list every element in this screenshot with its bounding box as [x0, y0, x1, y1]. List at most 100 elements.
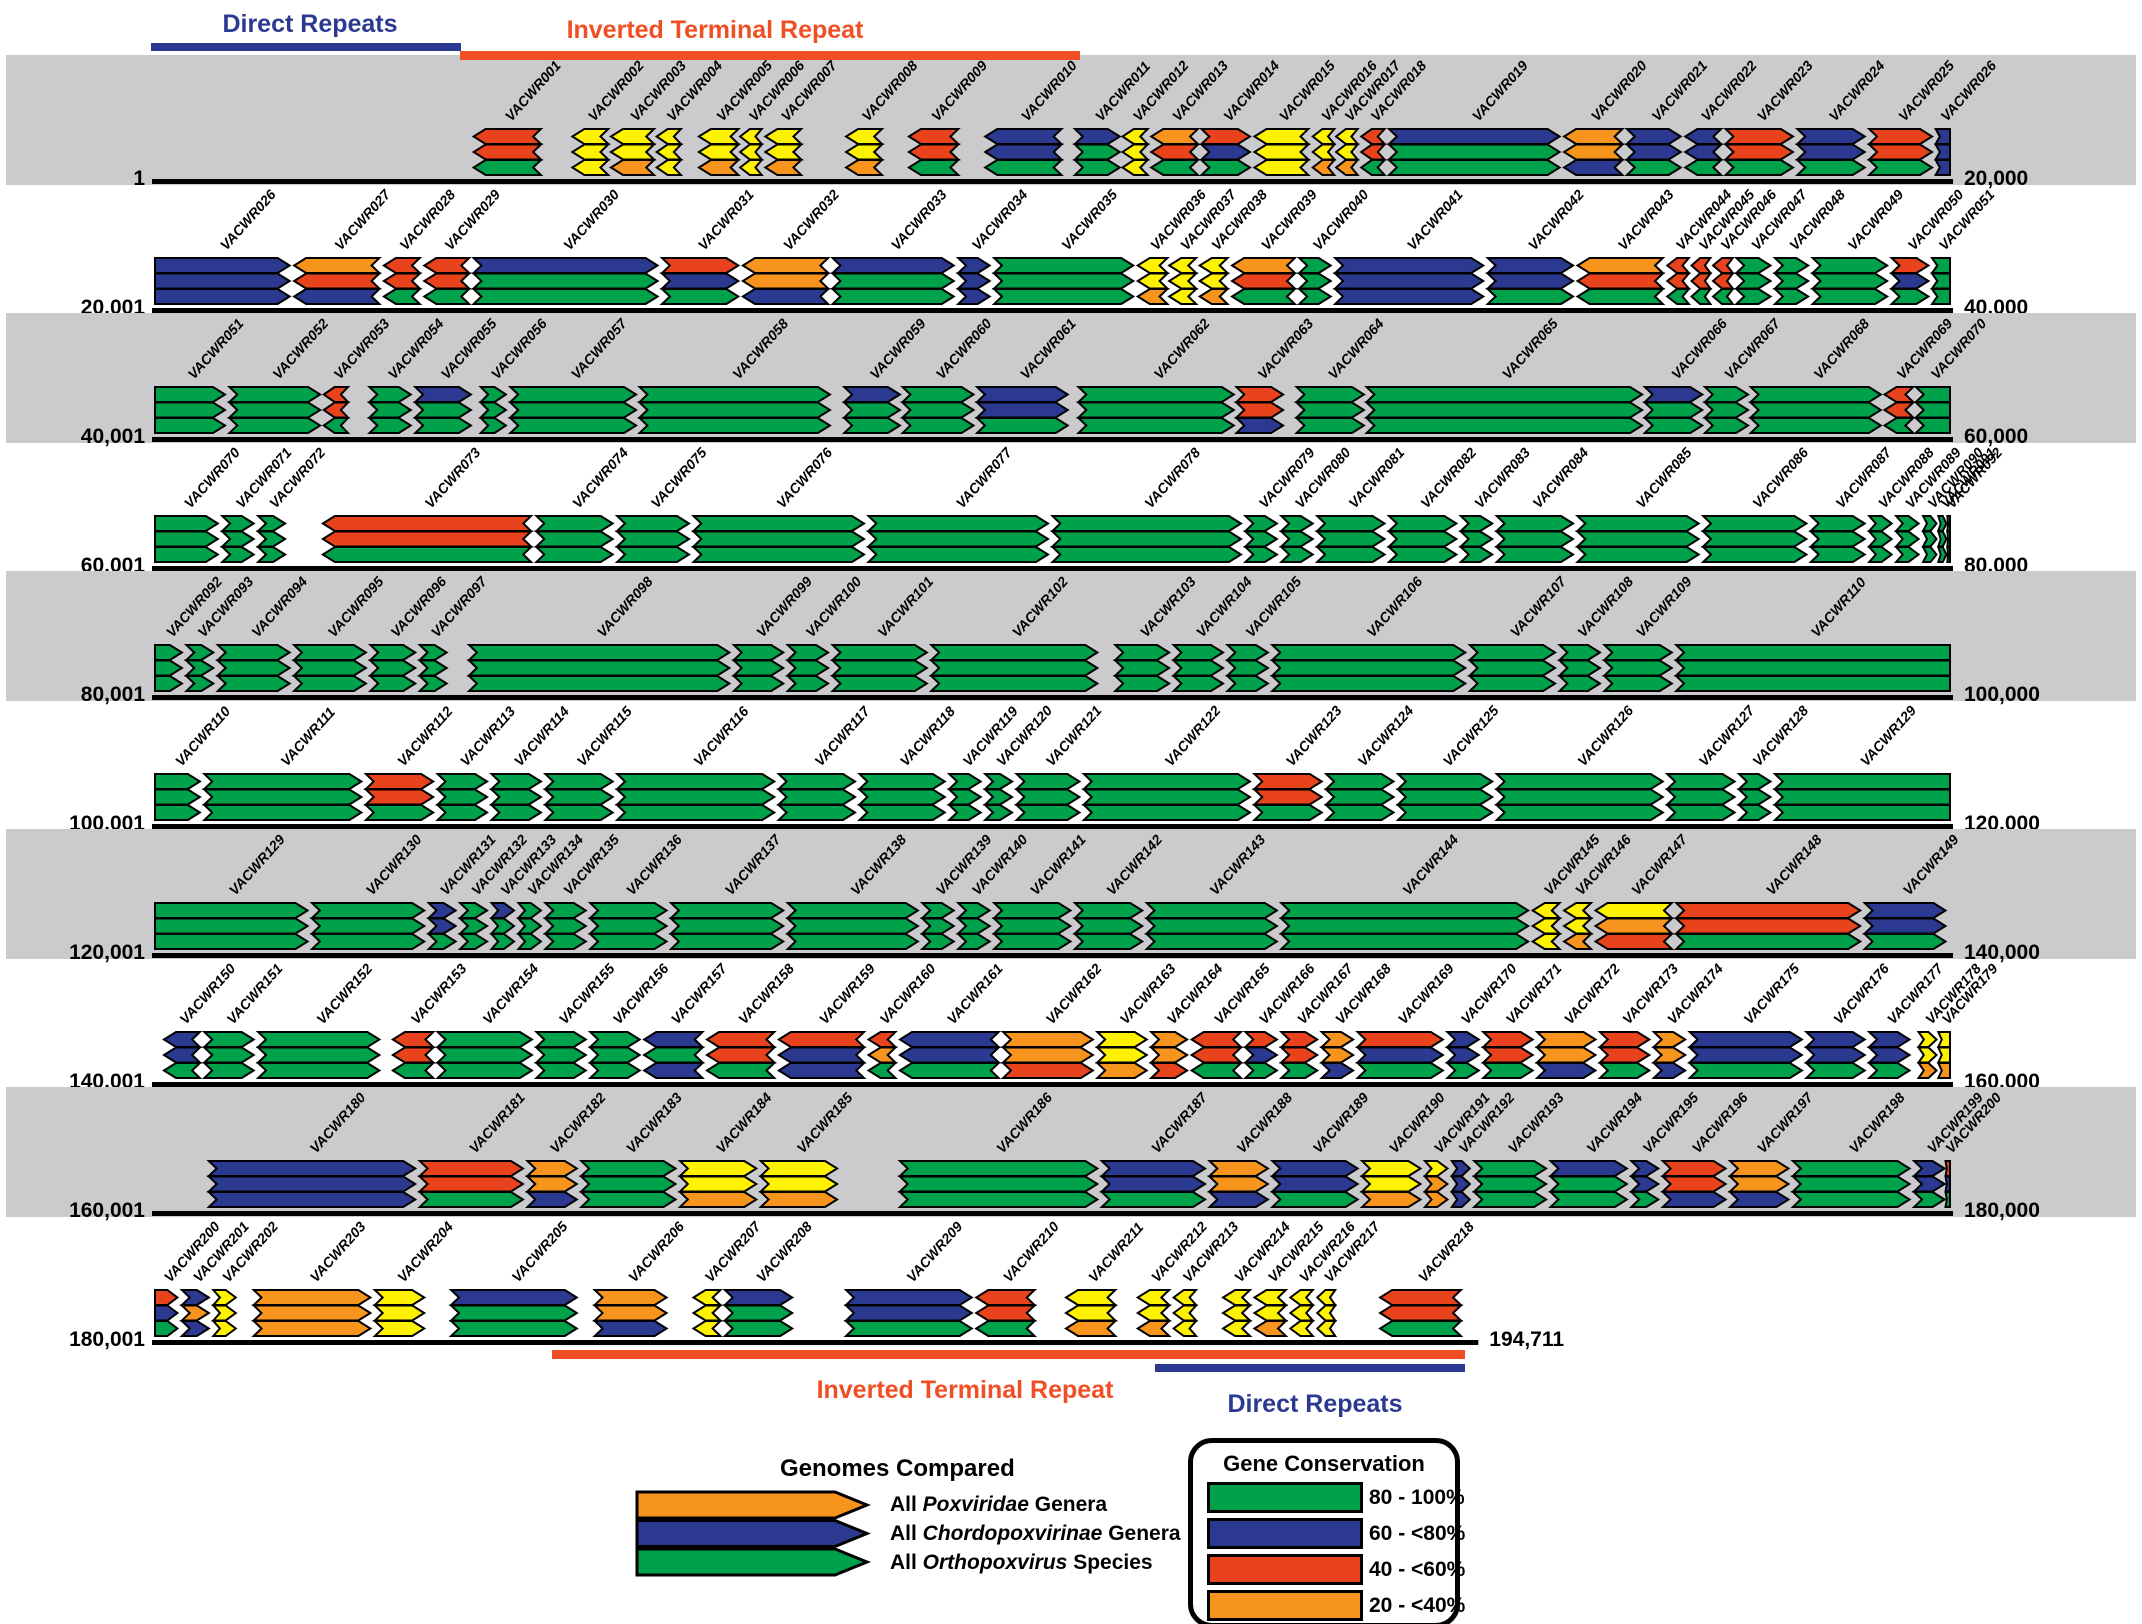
gene-strip-0	[1803, 1031, 1867, 1048]
gene-arrow	[1197, 257, 1230, 305]
gene-label: VACWR083	[1471, 444, 1533, 511]
gene-strip-0	[507, 386, 638, 403]
gene-strip-2	[1913, 417, 1951, 434]
genome-baseline	[152, 1082, 1953, 1087]
gene-strip-1	[471, 143, 544, 161]
gene-strip-0	[292, 257, 382, 274]
gene-strip-1	[251, 1304, 373, 1322]
gene-strip-1	[668, 917, 786, 935]
gene-arrow	[1199, 128, 1252, 176]
gene-strip-2	[1673, 675, 1951, 692]
gene-strip-2	[1803, 1062, 1867, 1079]
gene-strip-1	[1072, 917, 1145, 935]
gene-arrow	[1269, 644, 1468, 692]
conservation-swatch	[1207, 1554, 1363, 1585]
gene-arrow	[219, 515, 256, 563]
gene-strip-2	[435, 1062, 534, 1079]
gene-strip-0	[991, 902, 1073, 919]
gene-strip-2	[516, 933, 543, 950]
gene-strip-0	[1808, 515, 1867, 532]
gene-strip-0	[1711, 257, 1735, 274]
gene-strip-2	[758, 1191, 839, 1208]
gene-strip-1	[435, 788, 489, 806]
gene-strip-0	[1494, 773, 1665, 790]
gene-strip-0	[1772, 773, 1951, 790]
gene-strip-1	[982, 788, 1014, 806]
gene-label: VACWR033	[888, 186, 950, 253]
gene-label: VACWR209	[903, 1218, 965, 1285]
gene-strip-2	[1199, 159, 1252, 176]
gene-strip-0	[1252, 1289, 1289, 1306]
gene-strip-1	[898, 1046, 1002, 1064]
gene-strip-0	[435, 1031, 534, 1048]
gene-strip-1	[1364, 401, 1645, 419]
gene-strip-2	[1221, 1320, 1253, 1337]
gene-strip-2	[1099, 1191, 1207, 1208]
gene-strip-2	[677, 1191, 759, 1208]
genome-baseline	[152, 308, 1953, 313]
gene-arrow	[542, 773, 615, 821]
gene-strip-0	[1221, 1289, 1253, 1306]
gene-arrow	[1936, 515, 1948, 563]
gene-strip-1	[1189, 1046, 1244, 1064]
gene-strip-1	[722, 1304, 795, 1322]
gene-strip-1	[1772, 272, 1811, 290]
gene-arrow	[183, 644, 216, 692]
gene-strip-0	[1064, 1289, 1118, 1306]
gene-strip-2	[1278, 1062, 1320, 1079]
conservation-swatch	[1207, 1482, 1363, 1513]
gene-strip-2	[1278, 933, 1531, 950]
gene-strip-0	[154, 386, 227, 403]
gene-strip-2	[422, 288, 472, 305]
gene-arrow	[1072, 128, 1122, 176]
gene-strip-0	[705, 1031, 777, 1048]
gene-strip-1	[740, 272, 831, 290]
gene-strip-1	[1386, 530, 1459, 548]
gene-strip-0	[1936, 515, 1948, 532]
gene-arrow	[1702, 386, 1750, 434]
gene-strip-0	[974, 386, 1070, 403]
gene-arrow	[1727, 1160, 1791, 1208]
gene-arrow	[668, 902, 786, 950]
gene-strip-2	[1687, 1062, 1804, 1079]
gene-arrow	[227, 386, 323, 434]
gene-arrow	[292, 257, 382, 305]
gene-strip-0	[1076, 386, 1236, 403]
gene-arrow	[1665, 257, 1691, 305]
gene-strip-1	[1444, 1046, 1481, 1064]
gene-strip-0	[489, 773, 543, 790]
gene-strip-2	[1064, 1320, 1118, 1337]
gene-strip-2	[179, 1320, 211, 1337]
gene-arrow	[919, 902, 956, 950]
gene-strip-2	[1334, 159, 1360, 176]
gene-strip-0	[1458, 515, 1495, 532]
gene-strip-2	[1171, 1320, 1199, 1337]
gene-arrow	[1167, 257, 1199, 305]
gene-strip-2	[1624, 159, 1683, 176]
gene-strip-2	[587, 933, 669, 950]
gene-strip-1	[1251, 788, 1324, 806]
gene-strip-1	[1575, 530, 1701, 548]
gene-strip-1	[1690, 272, 1713, 290]
gene-strip-0	[1135, 257, 1170, 274]
gene-strip-0	[1562, 128, 1625, 145]
gene-arrow	[722, 1289, 795, 1337]
gene-strip-1	[1673, 659, 1951, 677]
gene-strip-0	[1790, 1160, 1912, 1177]
gene-arrow	[642, 1031, 705, 1079]
gene-strip-2	[1072, 933, 1145, 950]
gene-strip-2	[1171, 675, 1225, 692]
gene-strip-1	[381, 272, 423, 290]
gene-strip-2	[1386, 159, 1562, 176]
gene-strip-1	[154, 272, 292, 290]
gene-strip-0	[435, 773, 489, 790]
gene-strip-2	[1207, 1191, 1270, 1208]
gene-strip-1	[1171, 659, 1225, 677]
gene-label: VACWR118	[897, 703, 959, 769]
gene-arrow	[955, 257, 992, 305]
gene-arrow	[654, 128, 684, 176]
gene-arrow	[417, 644, 449, 692]
gene-strip-1	[154, 788, 202, 806]
gene-strip-0	[1167, 257, 1199, 274]
